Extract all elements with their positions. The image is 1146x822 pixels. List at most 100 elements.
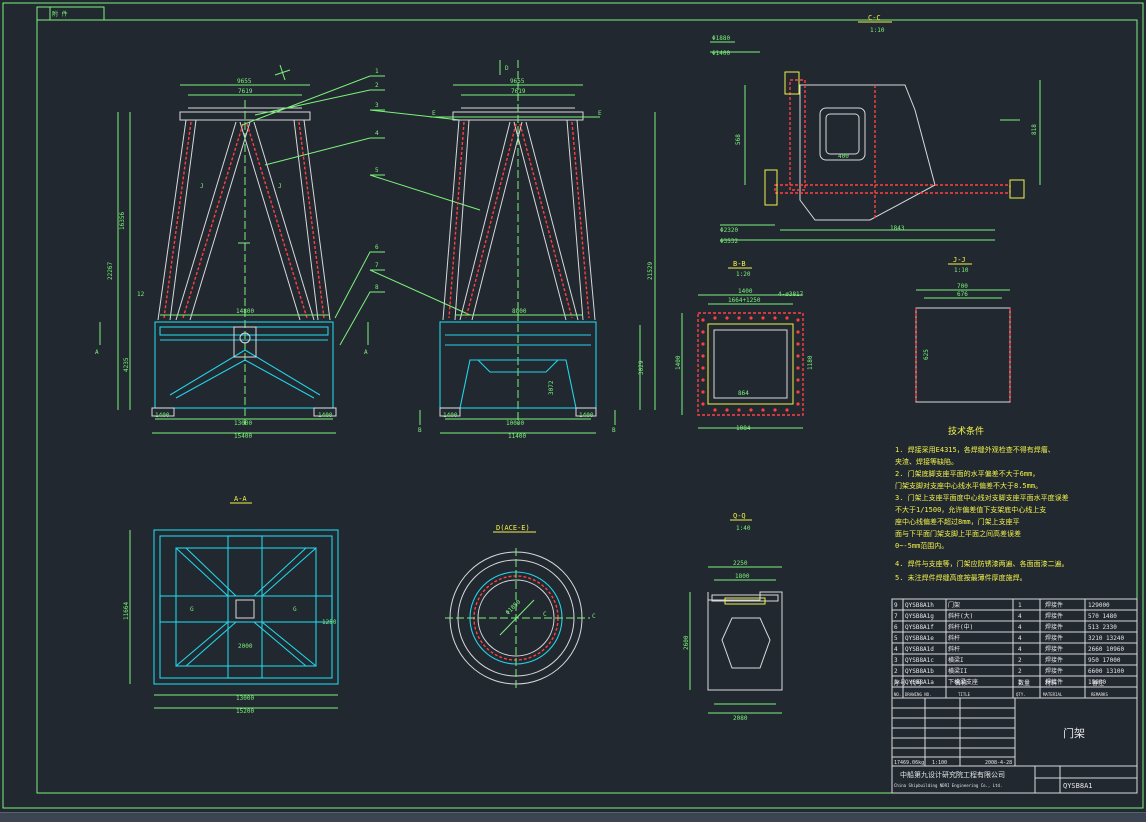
bom-cell: 129000 [1088, 602, 1110, 609]
notes-heading: 技术条件 [948, 425, 984, 437]
side-dim-base2: 11400 [508, 433, 526, 440]
inner-frame [36, 19, 1138, 794]
bom-head-no: 序号 [894, 679, 906, 687]
side-dim-h1: 21529 [647, 262, 654, 280]
side-dim-h3: 3029 [638, 360, 645, 375]
callout-8: 8 [375, 284, 379, 291]
bom-cell: QYSB8A1c [905, 657, 934, 664]
view-d-title: D(ACE-E) [496, 524, 530, 532]
bom-cell: QYSB8A1d [905, 646, 934, 653]
bom-cell: 1 [894, 679, 898, 686]
note-line-7: 座中心线偏差不超过8mm，门架上支座平 [895, 517, 1020, 526]
bom-cell: 下横梁支座 [948, 678, 978, 686]
bom-cell: QYSB8A1e [905, 635, 934, 642]
front-dim-base2: 15400 [234, 433, 252, 440]
front-dim-top2: 7619 [238, 88, 253, 95]
svg-text:568: 568 [735, 134, 742, 145]
view-bb-scale: 1:20 [736, 271, 751, 278]
outer-frame [2, 2, 1144, 809]
side-dim-base1: 10000 [506, 420, 524, 427]
svg-text:12: 12 [137, 291, 145, 298]
svg-text:Φ1850: Φ1850 [504, 598, 522, 616]
svg-text:A: A [95, 349, 99, 356]
scale-value: 1:100 [932, 760, 947, 766]
company-cn: 中船第九设计研究院工程有限公司 [900, 770, 1005, 779]
callout-7: 7 [375, 262, 379, 269]
note-line-3: 2. 门架底脚支座平面的水平偏差不大于6mm， [895, 469, 1039, 478]
bom-head-dwg: 代号 [910, 679, 922, 687]
bb-dim-top2: 1664+1250 [728, 297, 761, 304]
drawing-number: QYSB8A1 [1063, 782, 1093, 790]
view-qq: Q-Q 1:40 2250 1800 2080 2600 [683, 512, 783, 722]
bom-cell: 1 [1018, 602, 1022, 609]
bom-cell: 斜杆 [948, 645, 960, 653]
note-line-8: 面与下平面门架支脚上平面之间高差误差 [895, 529, 1021, 538]
date-value: 2008-4-28 [985, 760, 1012, 766]
front-elevation-view: 9655 7619 16356 22267 4235 13000 15400 1… [95, 64, 369, 440]
bb-dim-side: 1180 [807, 355, 814, 370]
bom-head-qty: 数量 [1018, 679, 1030, 687]
bom-cell: 7 [894, 613, 898, 620]
bom-cell: 2 [1018, 668, 1022, 675]
svg-text:864: 864 [738, 390, 749, 397]
bom-cell: 6 [894, 624, 898, 631]
bom-cell: QYSB8A1g [905, 613, 934, 620]
side-dim-foot-l: 1400 [443, 412, 458, 419]
bom-cell: 2 [894, 668, 898, 675]
bom-cell: 焊接件 [1045, 601, 1063, 609]
bb-dim-top: 1400 [738, 288, 753, 295]
bom-cell: 3210 13240 [1088, 635, 1125, 642]
view-cc-scale: 1:10 [870, 27, 885, 34]
bom-cell: 横梁I [948, 656, 964, 664]
note-line-4: 门架支脚对支座中心线水平偏差不大于8.5mm。 [895, 481, 1042, 490]
note-line-5: 3. 门架上支座平面度中心线对支脚支座平面水平度误差 [895, 493, 1069, 502]
technical-notes: 技术条件 1. 焊接采用E4315，各焊缝外观检查不得有焊瘤、 夹渣、焊接等缺陷… [895, 425, 1069, 582]
side-dim-foot-r: 1400 [579, 412, 594, 419]
svg-text:D: D [505, 65, 509, 72]
svg-text:A: A [364, 349, 368, 356]
svg-text:818: 818 [1031, 124, 1038, 135]
bom-cell: 4 [1018, 646, 1022, 653]
bom-head-title: 名称 [955, 679, 967, 687]
side-dim-m: 3072 [548, 380, 555, 395]
front-dim-mid: 14800 [236, 308, 254, 315]
front-dim-foot-l: 1400 [155, 412, 170, 419]
note-line-10: 4. 焊件与支座等，门架应防锈漆两遍、各面面漆二遍。 [895, 559, 1069, 568]
note-line-9: 0~-5mm范围内。 [895, 541, 948, 550]
bom-cell: 6600 13100 [1088, 668, 1125, 675]
bom-cell: QYSB8A1b [905, 668, 934, 675]
view-d: D(ACE-E) Φ1850 C C [445, 524, 596, 690]
front-dim-top1: 9655 [237, 78, 252, 85]
svg-text:J: J [278, 183, 282, 190]
note-line-11: 5. 未注焊件焊缝高度按最薄件厚度施焊。 [895, 573, 1027, 582]
view-qq-scale: 1:40 [736, 525, 751, 532]
svg-text:B: B [418, 427, 422, 434]
svg-text:1843: 1843 [890, 225, 905, 232]
bom-head-no-en: NO. [894, 692, 901, 697]
aa-dim-w1: 13000 [236, 695, 254, 702]
front-dim-h3: 4235 [123, 357, 130, 372]
aa-dim-c: 1250 [322, 619, 337, 626]
title-tab-label: 附 件 [52, 10, 68, 18]
callout-4: 4 [375, 130, 379, 137]
bom-head-qty-en: QTY. [1016, 692, 1026, 697]
bb-dim-dia: 4-ø3817 [778, 291, 804, 298]
side-dim-mid: 8800 [512, 308, 527, 315]
bom-cell: QYSB8A1a [905, 679, 934, 686]
side-dim-top1: 9655 [510, 78, 525, 85]
front-dim-h2: 22267 [107, 262, 114, 280]
title-block: 门架 17469.06kg 1:100 2008-4-28 中船第九设计研究院工… [891, 697, 1138, 794]
status-bar [0, 812, 1146, 822]
bom-cell: 2 [1018, 657, 1022, 664]
svg-text:Φ3532: Φ3532 [720, 238, 738, 245]
note-line-6: 不大于1/1500，允许偏差值下支架底中心线上支 [895, 505, 1046, 514]
svg-text:C: C [543, 611, 547, 618]
bb-dim-inner: 1084 [736, 425, 751, 432]
bom-cell: 4 [1018, 613, 1022, 620]
view-jj-title: J-J [953, 256, 966, 264]
qq-dim-h: 2600 [683, 635, 690, 650]
